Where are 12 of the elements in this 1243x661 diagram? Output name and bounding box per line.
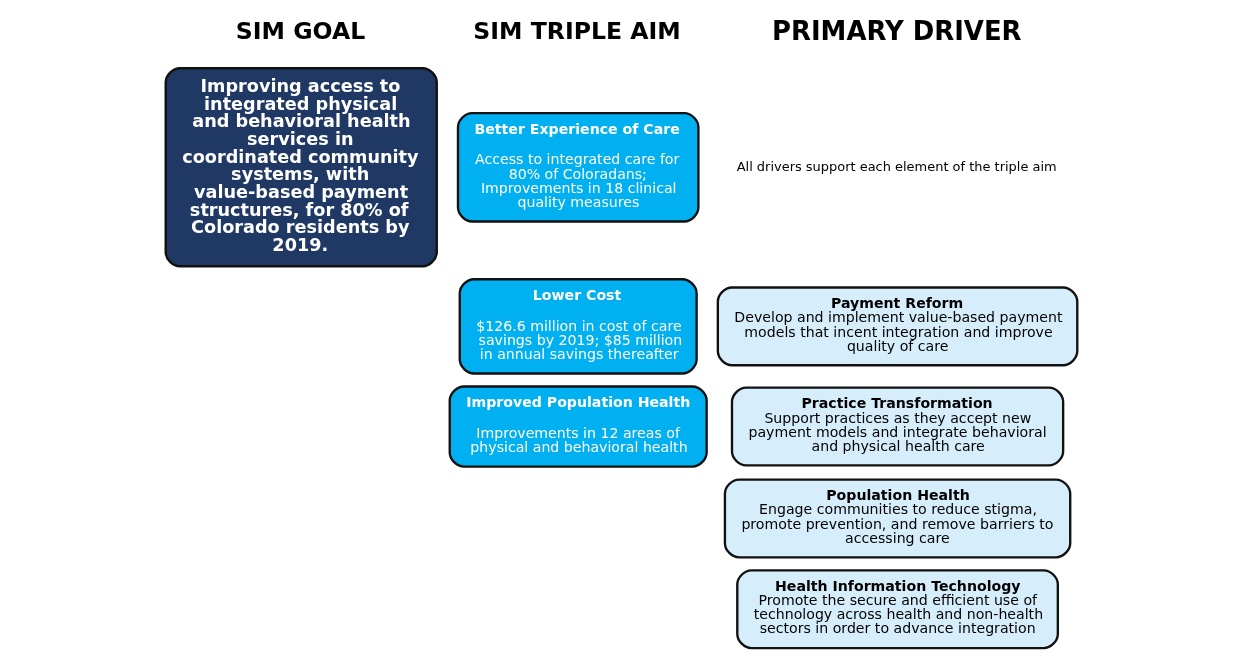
label: SIM TRIPLE AIM <box>473 16 681 45</box>
node-box: Lower Cost $126.6 million in cost of care savings by 2019; $85 million in annual savings thereafter <box>458 278 698 375</box>
label: PRIMARY DRIVER <box>772 15 1022 46</box>
node-box: Payment Reform Develop and implement value-based payment models that incent integration and improve quality of care <box>716 286 1079 367</box>
label: SIM GOAL <box>235 16 366 45</box>
node-box: Population Health Engage communities to reduce stigma, promote prevention, and remove barriers to accessing care <box>723 478 1072 559</box>
node-box: Improved Population Health Improvements in 12 areas of physical and behavioral health <box>448 385 708 468</box>
label: All drivers support each element of the triple aim <box>736 158 1057 174</box>
node-box: Improving access to integrated physical and behavioral health services in coordinated community systems, with value-based payment structures, for 80% of Colorado residents by 2019. <box>164 67 438 268</box>
node-box: Better Experience of Care Access to integrated care for 80% of Coloradans; Improvements in 18 clinical quality measures <box>456 111 700 223</box>
node-box: Health Information Technology Promote the secure and efficient use of technology across health and non-health sectors in order to advance integration <box>736 569 1059 650</box>
node-box: Practice Transformation Support practices as they accept new payment models and integrate behavioral and physical health care <box>730 386 1065 467</box>
